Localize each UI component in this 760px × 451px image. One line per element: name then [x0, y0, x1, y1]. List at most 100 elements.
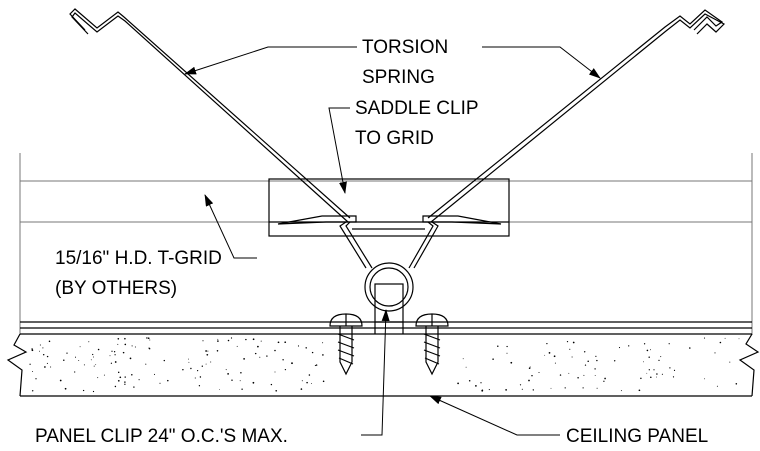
panel-speck — [103, 374, 105, 376]
panel-speck — [146, 337, 148, 339]
panel-speck — [668, 343, 670, 345]
panel-speck — [79, 346, 81, 348]
panel-speck — [658, 359, 660, 362]
panel-speck — [117, 343, 119, 345]
panel-speck — [124, 381, 126, 383]
screw-right — [415, 313, 449, 376]
panel-speck — [315, 364, 318, 366]
panel-speck — [653, 369, 655, 371]
panel-speck — [729, 361, 731, 363]
panel-speck — [305, 347, 307, 349]
torsion-spring — [69, 8, 726, 223]
panel-speck — [35, 378, 37, 380]
panel-speck — [569, 348, 571, 350]
panel-speck — [643, 343, 646, 345]
panel-speck — [114, 361, 117, 363]
panel-speck — [44, 366, 46, 368]
panel-speck — [719, 341, 722, 344]
panel-speck — [568, 372, 570, 374]
panel-speck — [532, 389, 534, 391]
panel-speck — [628, 345, 630, 347]
panel-speck — [254, 352, 257, 355]
panel-speck — [465, 366, 467, 368]
panel-speck — [642, 361, 644, 363]
panel-speck — [646, 349, 649, 352]
panel-speck — [66, 352, 68, 354]
panel-speck — [531, 374, 533, 377]
panel-speck — [584, 364, 587, 366]
panel-speck — [528, 379, 530, 382]
panel-speck — [210, 361, 212, 363]
panel-speck — [322, 380, 325, 383]
panel-speck — [274, 349, 276, 352]
panel-speck — [587, 360, 589, 362]
panel-speck — [488, 389, 490, 391]
panel-speck — [596, 359, 598, 362]
panel-speck — [475, 385, 477, 387]
panel-speck — [216, 350, 219, 352]
panel-speck — [122, 351, 125, 354]
panel-speck — [90, 359, 92, 361]
panel-speck — [714, 352, 716, 354]
panel-speck — [39, 344, 41, 346]
panel-speck — [703, 337, 706, 339]
panel-speck — [124, 376, 126, 378]
panel-speck — [111, 350, 113, 352]
panel-speck — [548, 352, 551, 354]
panel-speck — [620, 390, 622, 392]
panel-speck — [245, 338, 247, 341]
panel-speck — [217, 340, 219, 342]
panel-speck — [252, 381, 255, 384]
panel-speck — [50, 366, 52, 368]
saddle-clip — [268, 178, 510, 237]
label-saddle-clip-1: SADDLE CLIP — [355, 98, 479, 119]
panel-speck — [314, 364, 316, 367]
panel-speck — [239, 380, 241, 382]
panel-speck — [205, 350, 207, 352]
panel-speck — [259, 356, 261, 358]
panel-speck — [113, 351, 116, 353]
panel-speck — [529, 366, 531, 368]
panel-speck — [638, 389, 641, 392]
t-grid — [19, 153, 753, 335]
panel-speck — [188, 358, 189, 360]
panel-speck — [119, 376, 122, 379]
panel-speck — [227, 339, 230, 342]
panel-speck — [582, 387, 584, 389]
label-torsion-spring-2: SPRING — [362, 67, 435, 88]
panel-speck — [46, 362, 48, 364]
panel-speck — [240, 371, 242, 374]
panel-speck — [153, 373, 156, 375]
panel-speck — [506, 352, 508, 354]
panel-speck — [117, 338, 120, 340]
panel-speck — [301, 380, 303, 382]
panel-speck — [648, 356, 650, 358]
panel-speck — [199, 376, 202, 378]
panel-speck — [462, 358, 464, 360]
panel-speck — [145, 363, 147, 365]
panel-speck — [97, 377, 99, 379]
panel-speck — [738, 338, 740, 340]
panel-speck — [510, 361, 513, 364]
panel-speck — [117, 371, 120, 374]
panel-speck — [497, 345, 499, 348]
panel-speck — [521, 388, 523, 390]
panel-speck — [252, 338, 255, 341]
panel-speck — [117, 379, 120, 382]
panel-speck — [124, 343, 127, 346]
panel-speck — [594, 368, 596, 370]
panel-speck — [198, 385, 201, 387]
panel-texture — [29, 337, 740, 393]
panel-speck — [291, 362, 293, 365]
panel-speck — [63, 359, 65, 362]
panel-speck — [583, 374, 585, 376]
panel-speck — [225, 369, 227, 371]
panel-speck — [297, 345, 300, 347]
panel-speck — [39, 350, 40, 352]
panel-speck — [604, 377, 606, 380]
panel-speck — [114, 385, 117, 388]
panel-speck — [92, 390, 95, 393]
panel-speck — [596, 387, 598, 389]
panel-clip — [339, 221, 439, 334]
